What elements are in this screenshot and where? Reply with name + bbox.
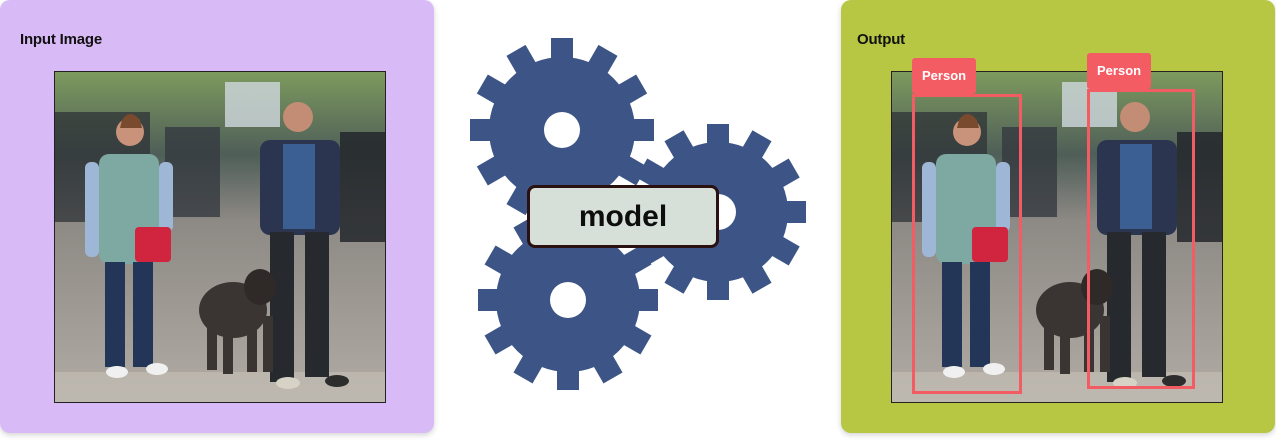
detection-label: Person xyxy=(912,58,977,94)
output-photo xyxy=(891,71,1223,403)
input-image-panel: Input Image xyxy=(0,0,434,433)
street-scene-image xyxy=(892,72,1222,402)
gear-icon xyxy=(470,38,654,222)
output-panel-title: Output xyxy=(857,31,905,48)
input-panel-title: Input Image xyxy=(20,31,102,48)
detection-label: Person xyxy=(1087,53,1152,89)
street-scene-image xyxy=(55,72,385,402)
input-photo xyxy=(54,71,386,403)
detection-box xyxy=(912,94,1022,394)
model-label-box: model xyxy=(527,185,719,248)
detection-box xyxy=(1087,89,1195,389)
output-panel: Output xyxy=(841,0,1275,433)
